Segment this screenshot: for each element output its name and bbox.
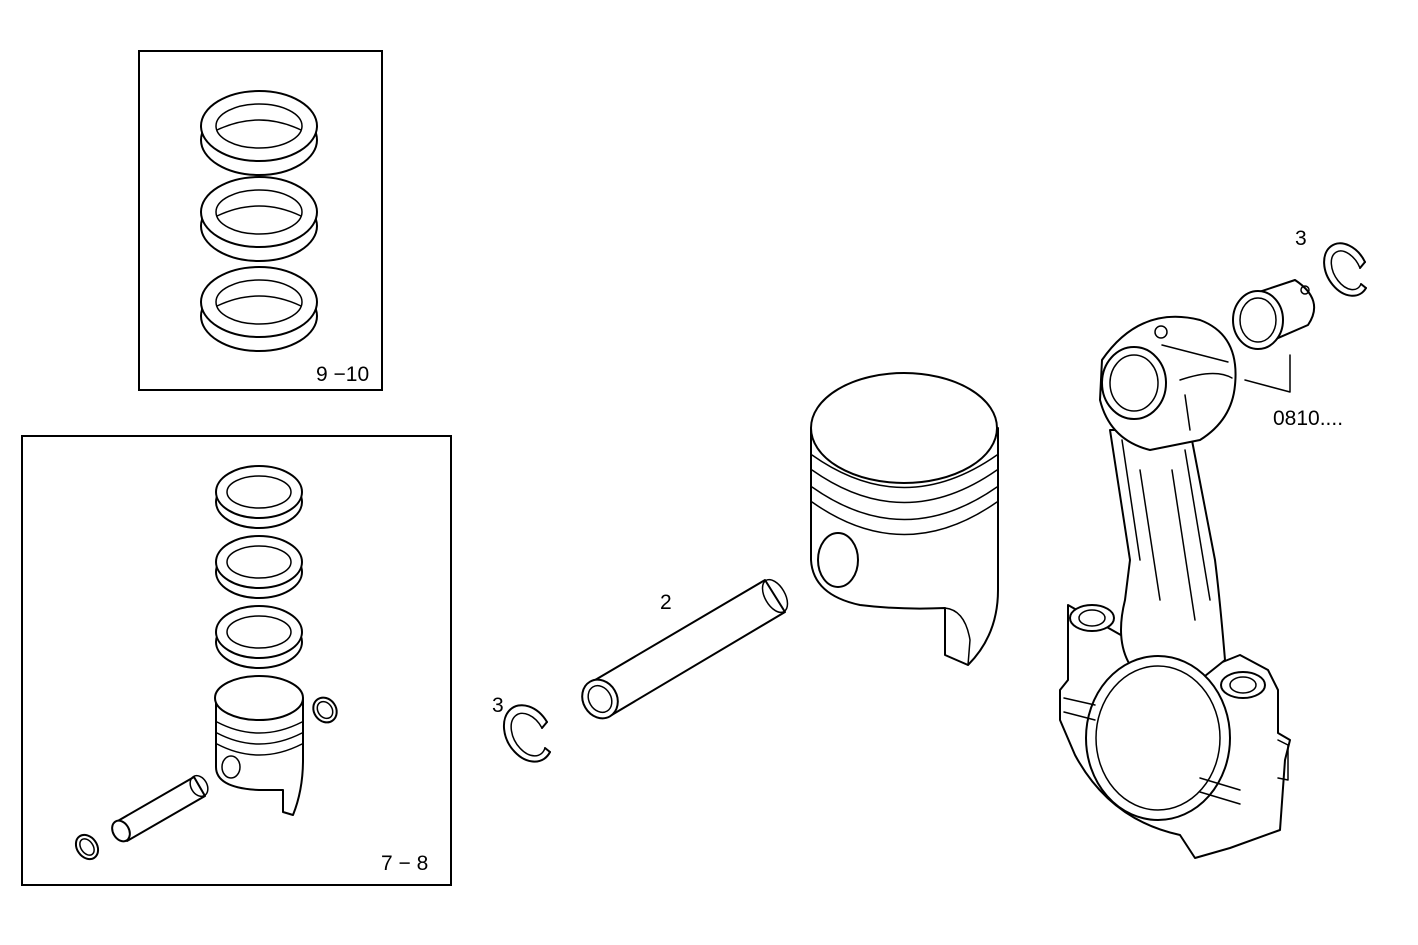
piston-ring-top (200, 90, 318, 176)
small-end-bushing (1232, 279, 1316, 350)
kit-ring-3 (215, 605, 303, 669)
kit-circlip-left (74, 833, 100, 861)
kit-piston-pin (111, 774, 209, 843)
piston-kit-box: 7 − 8 (21, 435, 452, 886)
kit-ring-2 (215, 535, 303, 599)
kit-piston (214, 675, 304, 816)
connecting-rod (1059, 315, 1291, 859)
ring-set-kit-box: 9 −10 (138, 50, 383, 391)
piston-pin-label: 2 (660, 591, 672, 614)
piston-ring-middle (200, 176, 318, 262)
circlip-left-label: 3 (492, 694, 504, 717)
circlip-right: 3 (1295, 227, 1367, 297)
piston-pin: 2 (581, 578, 789, 720)
kit-circlip-right (312, 696, 338, 724)
circlip-left: 3 (492, 694, 551, 763)
ring-set-label: 9 −10 (316, 363, 369, 386)
piston-ring-bottom (200, 266, 318, 352)
kit-ring-1 (215, 465, 303, 529)
circlip-right-label: 3 (1295, 227, 1307, 250)
piston-kit-label: 7 − 8 (381, 852, 428, 875)
bushing-reference-callout: 0810.... (1244, 354, 1343, 430)
piston (810, 372, 999, 666)
bushing-reference-label: 0810.... (1273, 407, 1343, 430)
